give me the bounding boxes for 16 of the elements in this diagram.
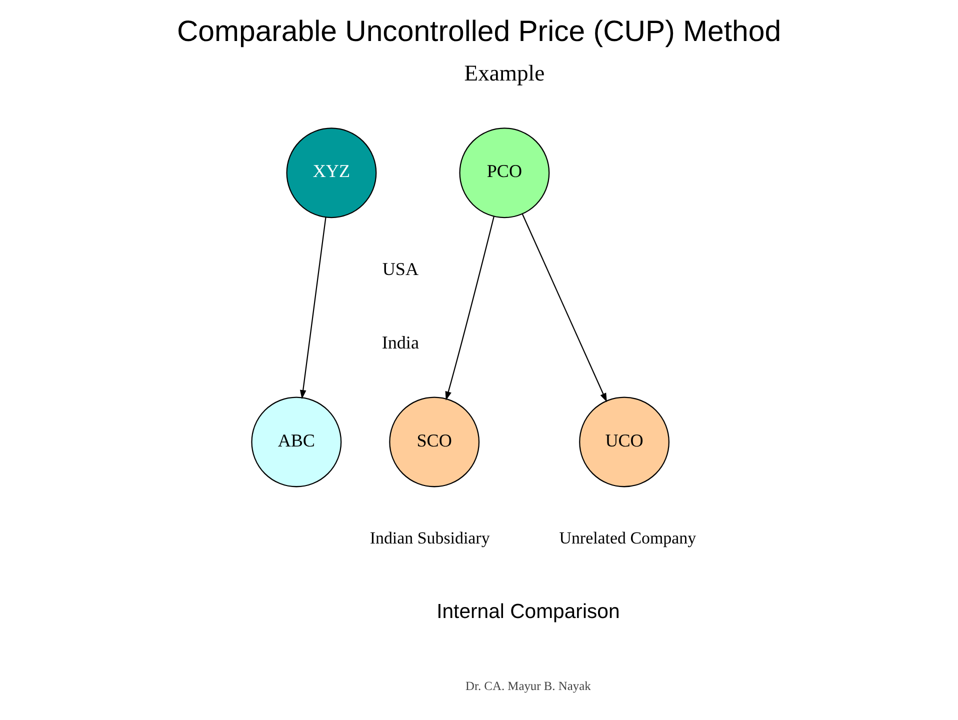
node-circle: ABC: [251, 396, 342, 488]
label: Dr. CA. Mayur B. Nayak: [466, 678, 591, 693]
node-circle: PCO: [459, 128, 550, 218]
node-circle: SCO: [389, 396, 480, 488]
label: Internal Comparison: [436, 601, 620, 624]
node-circle: XYZ: [286, 128, 377, 218]
label: Example: [464, 60, 545, 86]
arrow: [445, 216, 494, 401]
node-label: Indian Subsidiary: [370, 528, 490, 548]
node-circle: UCO: [579, 396, 670, 488]
arrow: [522, 214, 607, 402]
label: India: [382, 332, 419, 352]
node-label: Unrelated Company: [559, 528, 696, 548]
diagram-title: Comparable Uncontrolled Price (CUP) Method: [176, 14, 782, 48]
arrow: [300, 217, 326, 400]
label: USA: [382, 258, 419, 279]
